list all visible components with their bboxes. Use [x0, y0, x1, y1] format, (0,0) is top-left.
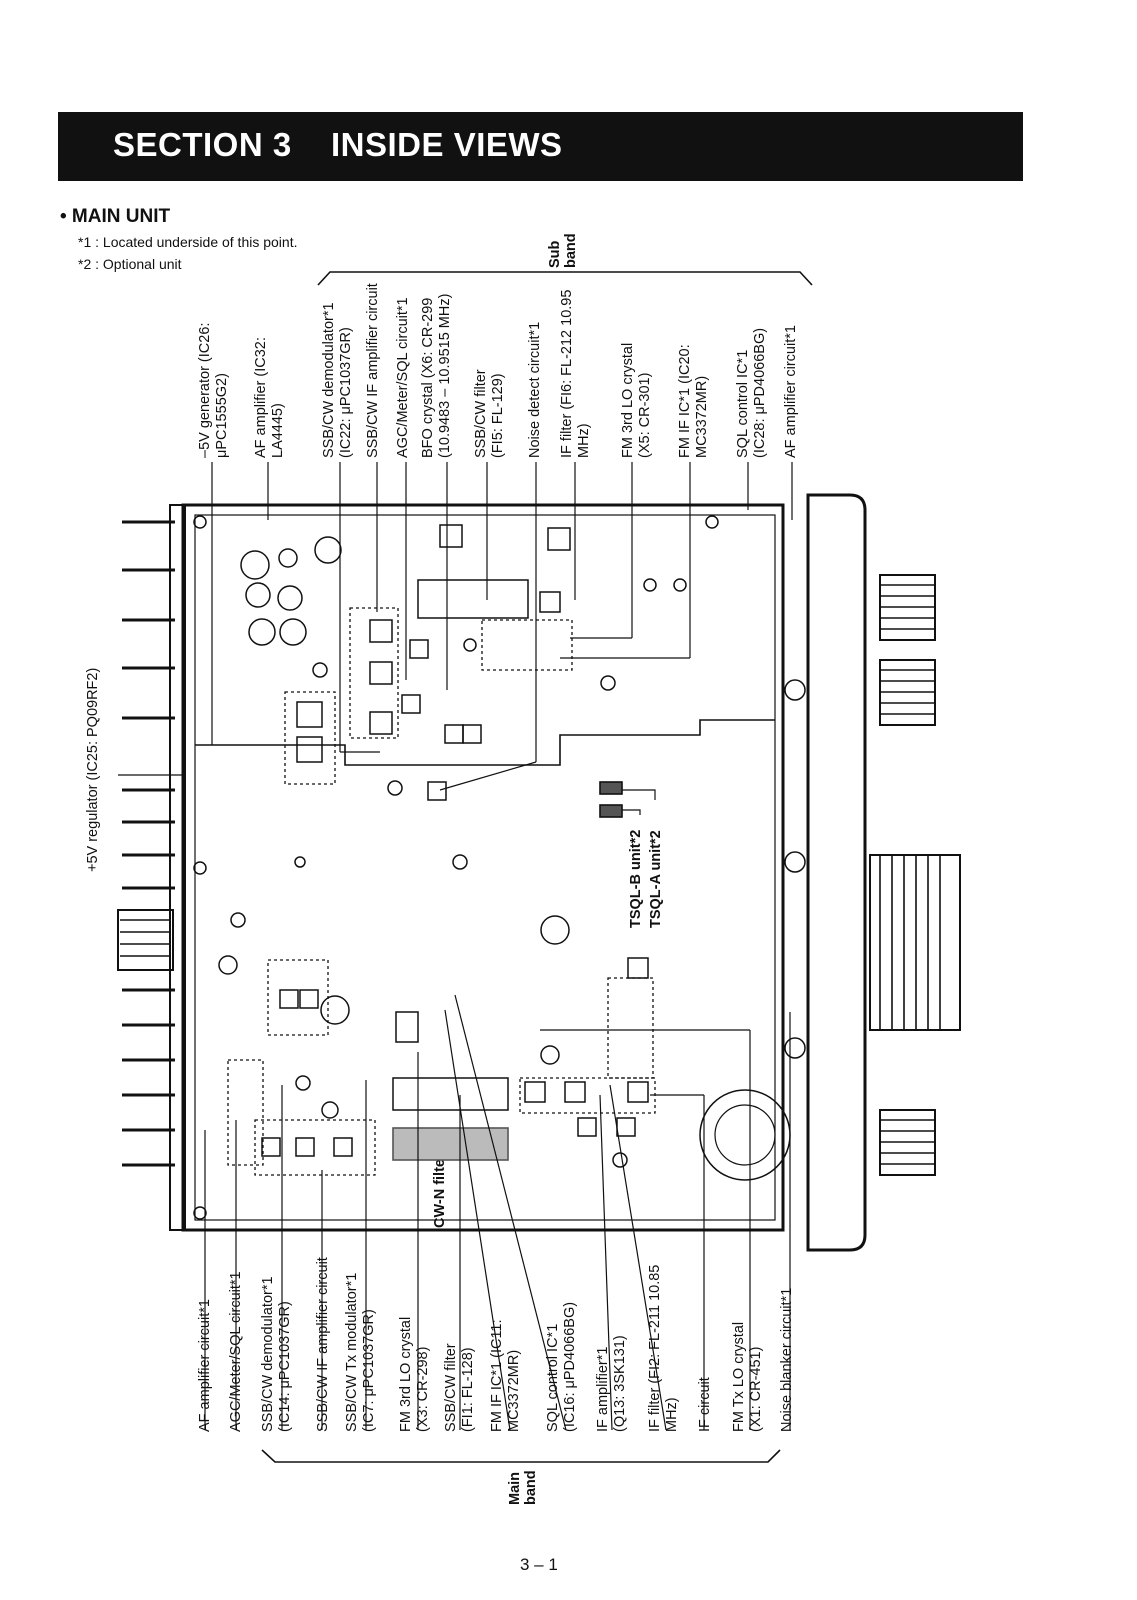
speaker [699, 1089, 791, 1181]
front-panel [806, 493, 867, 1252]
board-divider [195, 719, 775, 766]
sub-band-brace [317, 271, 813, 286]
antenna-connector [117, 909, 174, 971]
main-band-brace [261, 1449, 781, 1463]
section-number: SECTION 3 [113, 126, 292, 163]
heatsink-fins [122, 520, 175, 1167]
note-2: *2 : Optional unit [78, 256, 182, 272]
main-dial [869, 854, 961, 1031]
chassis-outline [181, 503, 785, 1232]
unit-title: • MAIN UNIT [60, 206, 171, 227]
section-title: INSIDE VIEWS [331, 126, 563, 163]
page-number: 3 – 1 [520, 1555, 558, 1574]
section-header: SECTION 3 INSIDE VIEWS [58, 112, 1023, 181]
note-1: *1 : Located underside of this point. [78, 234, 298, 250]
cw-n-filter-slot [392, 1127, 509, 1161]
